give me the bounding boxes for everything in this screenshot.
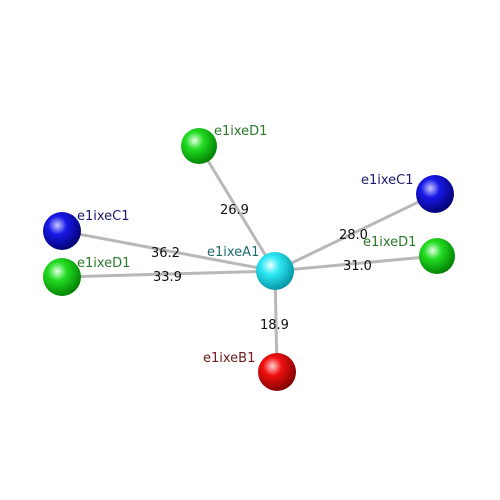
atom-left-blue bbox=[43, 212, 81, 250]
label-left-blue: e1ixeC1 bbox=[77, 209, 130, 224]
atom-right-blue bbox=[416, 175, 454, 213]
label-center: e1ixeA1 bbox=[207, 245, 259, 260]
label-right-green: e1ixeD1 bbox=[363, 235, 416, 250]
label-right-blue: e1ixeC1 bbox=[361, 173, 414, 188]
label-left-green: e1ixeD1 bbox=[77, 256, 130, 271]
bond-right-blue bbox=[274, 192, 436, 273]
bond-left-blue bbox=[61, 229, 276, 273]
distance-left-green: 33.9 bbox=[153, 270, 182, 285]
label-top-green: e1ixeD1 bbox=[214, 124, 267, 139]
bond-left-green bbox=[61, 269, 276, 279]
atom-right-green bbox=[419, 238, 455, 274]
atom-labels: e1ixeA1 e1ixeD1 e1ixeC1 e1ixeD1 e1ixeC1 … bbox=[77, 124, 416, 366]
bond-right-green bbox=[274, 254, 438, 273]
label-bottom-red: e1ixeB1 bbox=[203, 351, 255, 366]
atom-top-green bbox=[181, 128, 217, 164]
distance-labels: 26.9 28.0 31.0 36.2 33.9 18.9 bbox=[151, 203, 372, 333]
atom-bottom-red bbox=[258, 353, 296, 391]
bond-top-green bbox=[197, 145, 277, 272]
distance-right-green: 31.0 bbox=[343, 259, 372, 274]
distance-bottom-red: 18.9 bbox=[260, 318, 289, 333]
atoms bbox=[43, 128, 455, 391]
distance-left-blue: 36.2 bbox=[151, 246, 180, 261]
distance-top-green: 26.9 bbox=[220, 203, 249, 218]
atom-center-cyan bbox=[256, 252, 294, 290]
atom-left-green bbox=[43, 258, 81, 296]
distance-right-blue: 28.0 bbox=[339, 228, 368, 243]
